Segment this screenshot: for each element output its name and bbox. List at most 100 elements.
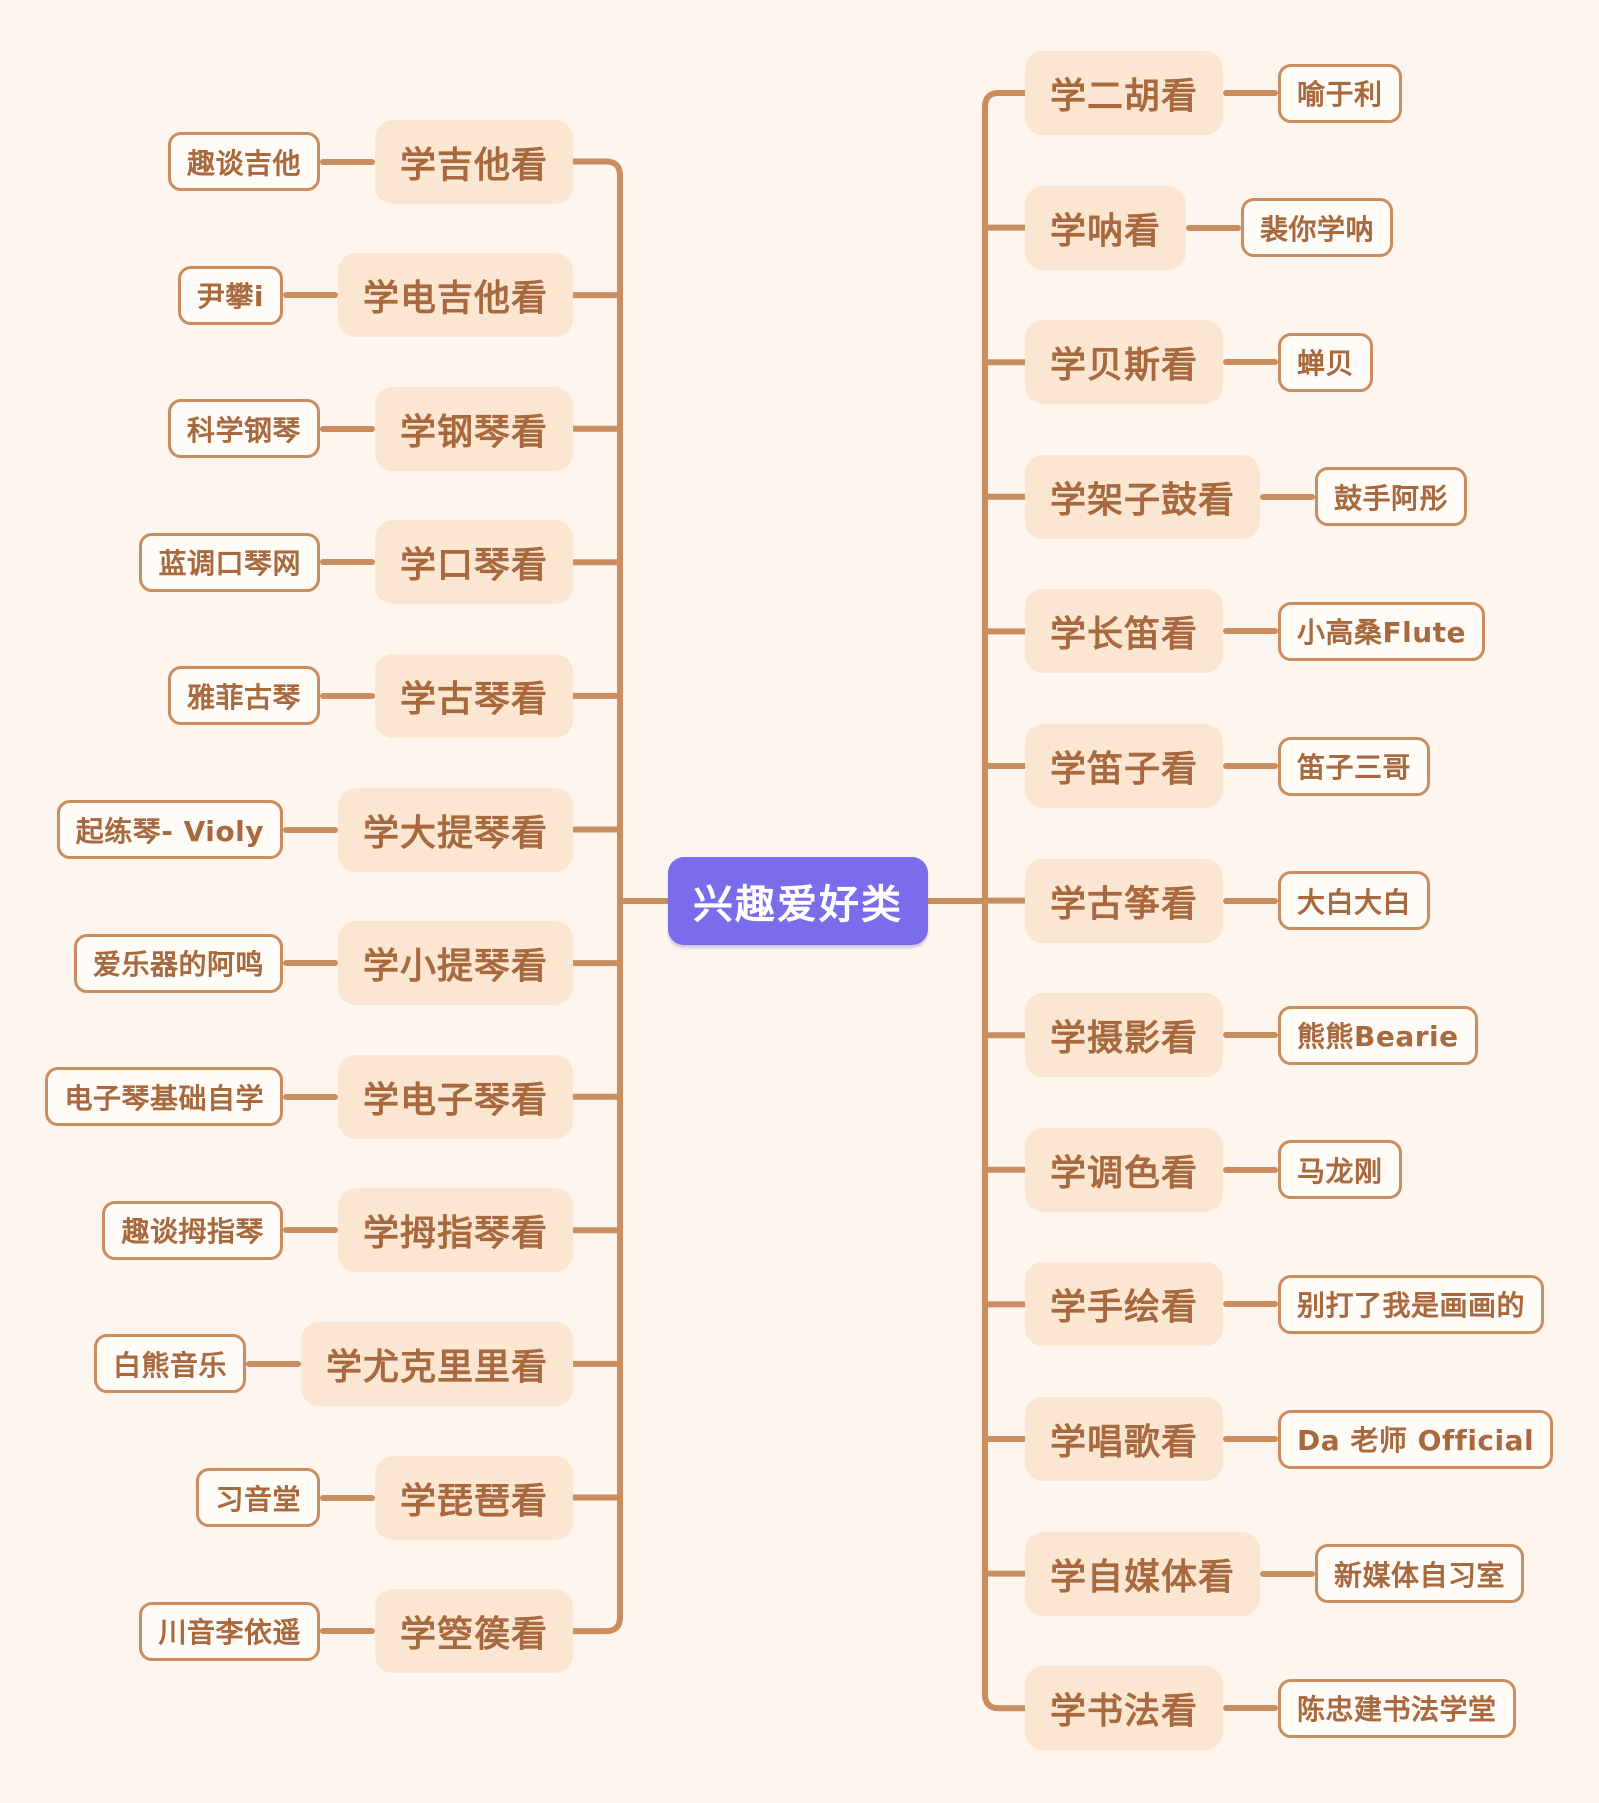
leaf-link-line <box>319 158 375 165</box>
leaf-link-line <box>282 1227 338 1234</box>
branch-row-left: 趣谈拇指琴学拇指琴看 <box>102 1188 573 1273</box>
leaf-link-line <box>1223 763 1279 769</box>
leaf-link-line <box>1260 493 1316 500</box>
branch-row-left: 雅菲古琴学古琴看 <box>167 653 573 738</box>
branch-row-right: 学笛子看笛子三哥 <box>1025 724 1431 808</box>
branch-node[interactable]: 学电子琴看 <box>337 1054 573 1139</box>
leaf-link-line <box>1223 1301 1279 1308</box>
leaf-link-line <box>1223 1032 1279 1039</box>
root-node[interactable]: 兴趣爱好类 <box>668 857 928 945</box>
branch-row-left: 川音李依遥学箜篌看 <box>139 1589 573 1674</box>
branch-row-left: 尹攀i 学电吉他看 <box>177 253 573 338</box>
leaf-node[interactable]: 川音李依遥 <box>139 1601 320 1661</box>
branch-row-right: 学自媒体看新媒体自习室 <box>1025 1531 1525 1616</box>
leaf-node[interactable]: 大白大白 <box>1278 871 1431 931</box>
leaf-link-line <box>282 960 338 967</box>
branch-row-right: 学架子鼓看鼓手阿彤 <box>1025 454 1468 539</box>
leaf-node[interactable]: 趣谈拇指琴 <box>102 1200 283 1260</box>
branch-node[interactable]: 学大提琴看 <box>337 787 573 872</box>
branch-row-right: 学古筝看大白大白 <box>1025 858 1431 943</box>
leaf-link-line <box>319 1628 375 1635</box>
branch-node[interactable]: 学书法看 <box>1025 1666 1224 1751</box>
leaf-link-line <box>1223 1166 1279 1173</box>
branch-node[interactable]: 学古筝看 <box>1025 858 1224 943</box>
leaf-link-line <box>1223 90 1279 96</box>
branch-row-right: 学长笛看小高桑Flute <box>1025 589 1486 674</box>
branch-node[interactable]: 学笛子看 <box>1025 724 1224 808</box>
leaf-node[interactable]: 陈忠建书法学堂 <box>1278 1678 1516 1738</box>
leaf-link-line <box>282 1093 338 1100</box>
branch-row-left: 起练琴- Violy 学大提琴看 <box>56 787 573 872</box>
leaf-node[interactable]: 鼓手阿彤 <box>1315 467 1468 527</box>
branch-node[interactable]: 学长笛看 <box>1025 589 1224 674</box>
branch-node[interactable]: 学摄影看 <box>1025 993 1224 1078</box>
branch-node[interactable]: 学呐看 <box>1025 185 1187 270</box>
leaf-node[interactable]: 新媒体自习室 <box>1315 1544 1525 1604</box>
leaf-node[interactable]: 尹攀i <box>177 265 283 325</box>
branch-node[interactable]: 学拇指琴看 <box>337 1188 573 1273</box>
branch-row-left: 爱乐器的阿鸣学小提琴看 <box>73 921 573 1006</box>
branch-node[interactable]: 学手绘看 <box>1025 1262 1224 1347</box>
leaf-node[interactable]: 雅菲古琴 <box>167 666 320 726</box>
leaf-node[interactable]: 习音堂 <box>196 1468 320 1527</box>
branch-row-right: 学二胡看喻于利 <box>1025 51 1402 135</box>
leaf-node[interactable]: 起练琴- Violy <box>56 800 283 859</box>
branch-node[interactable]: 学调色看 <box>1025 1127 1224 1212</box>
branch-node[interactable]: 学小提琴看 <box>337 921 573 1006</box>
branch-row-left: 蓝调口琴网学口琴看 <box>139 520 573 605</box>
leaf-node[interactable]: 裴你学呐 <box>1241 198 1394 258</box>
branch-row-left: 科学钢琴学钢琴看 <box>167 386 573 471</box>
branch-node[interactable]: 学箜篌看 <box>374 1589 573 1674</box>
leaf-link-line <box>1223 1705 1279 1712</box>
branch-node[interactable]: 学琵琶看 <box>374 1455 573 1540</box>
leaf-link-line <box>319 559 375 566</box>
branch-row-right: 学贝斯看蝉贝 <box>1025 320 1374 405</box>
leaf-node[interactable]: 科学钢琴 <box>167 399 320 459</box>
branch-row-left: 习音堂学琵琶看 <box>196 1455 573 1540</box>
leaf-node[interactable]: 别打了我是画画的 <box>1278 1274 1545 1334</box>
branch-row-right: 学呐看裴你学呐 <box>1025 185 1394 270</box>
leaf-link-line <box>1186 224 1242 231</box>
leaf-node[interactable]: 白熊音乐 <box>93 1334 246 1394</box>
leaf-node[interactable]: 电子琴基础自学 <box>45 1067 283 1127</box>
branch-node[interactable]: 学自媒体看 <box>1025 1531 1261 1616</box>
leaf-node[interactable]: 趣谈吉他 <box>167 132 320 191</box>
leaf-node[interactable]: 蝉贝 <box>1278 332 1374 392</box>
leaf-node[interactable]: 熊熊Bearie <box>1278 1005 1478 1065</box>
leaf-node[interactable]: 笛子三哥 <box>1278 736 1431 796</box>
branch-row-right: 学摄影看熊熊Bearie <box>1025 993 1478 1078</box>
branch-node[interactable]: 学唱歌看 <box>1025 1397 1224 1481</box>
branch-node[interactable]: 学贝斯看 <box>1025 320 1224 405</box>
branch-node[interactable]: 学钢琴看 <box>374 386 573 471</box>
branch-row-right: 学书法看陈忠建书法学堂 <box>1025 1666 1516 1751</box>
leaf-link-line <box>319 1494 375 1501</box>
leaf-link-line <box>1223 1436 1279 1442</box>
leaf-link-line <box>1260 1570 1316 1577</box>
leaf-node[interactable]: 马龙刚 <box>1278 1140 1402 1200</box>
leaf-link-line <box>319 692 375 699</box>
leaf-node[interactable]: Da 老师 Official <box>1278 1409 1554 1469</box>
leaf-link-line <box>1223 359 1279 366</box>
leaf-node[interactable]: 小高桑Flute <box>1278 601 1486 661</box>
branch-node[interactable]: 学电吉他看 <box>337 253 573 338</box>
branch-node[interactable]: 学吉他看 <box>374 119 573 204</box>
branch-row-right: 学手绘看别打了我是画画的 <box>1025 1262 1545 1347</box>
branch-node[interactable]: 学二胡看 <box>1025 51 1224 135</box>
branch-row-left: 电子琴基础自学学电子琴看 <box>45 1054 573 1139</box>
branch-node[interactable]: 学口琴看 <box>374 520 573 605</box>
leaf-node[interactable]: 蓝调口琴网 <box>139 532 320 592</box>
branch-row-left: 趣谈吉他学吉他看 <box>167 119 573 204</box>
branch-node[interactable]: 学古琴看 <box>374 653 573 738</box>
branch-row-right: 学调色看马龙刚 <box>1025 1127 1402 1212</box>
leaf-link-line <box>282 826 338 833</box>
branch-node[interactable]: 学尤克里里看 <box>300 1321 573 1406</box>
branch-row-left: 白熊音乐学尤克里里看 <box>93 1321 573 1406</box>
leaf-node[interactable]: 喻于利 <box>1278 63 1402 123</box>
leaf-node[interactable]: 爱乐器的阿鸣 <box>73 933 283 993</box>
leaf-link-line <box>1223 897 1279 904</box>
branch-node[interactable]: 学架子鼓看 <box>1025 454 1261 539</box>
leaf-link-line <box>282 292 338 299</box>
leaf-link-line <box>245 1360 301 1367</box>
